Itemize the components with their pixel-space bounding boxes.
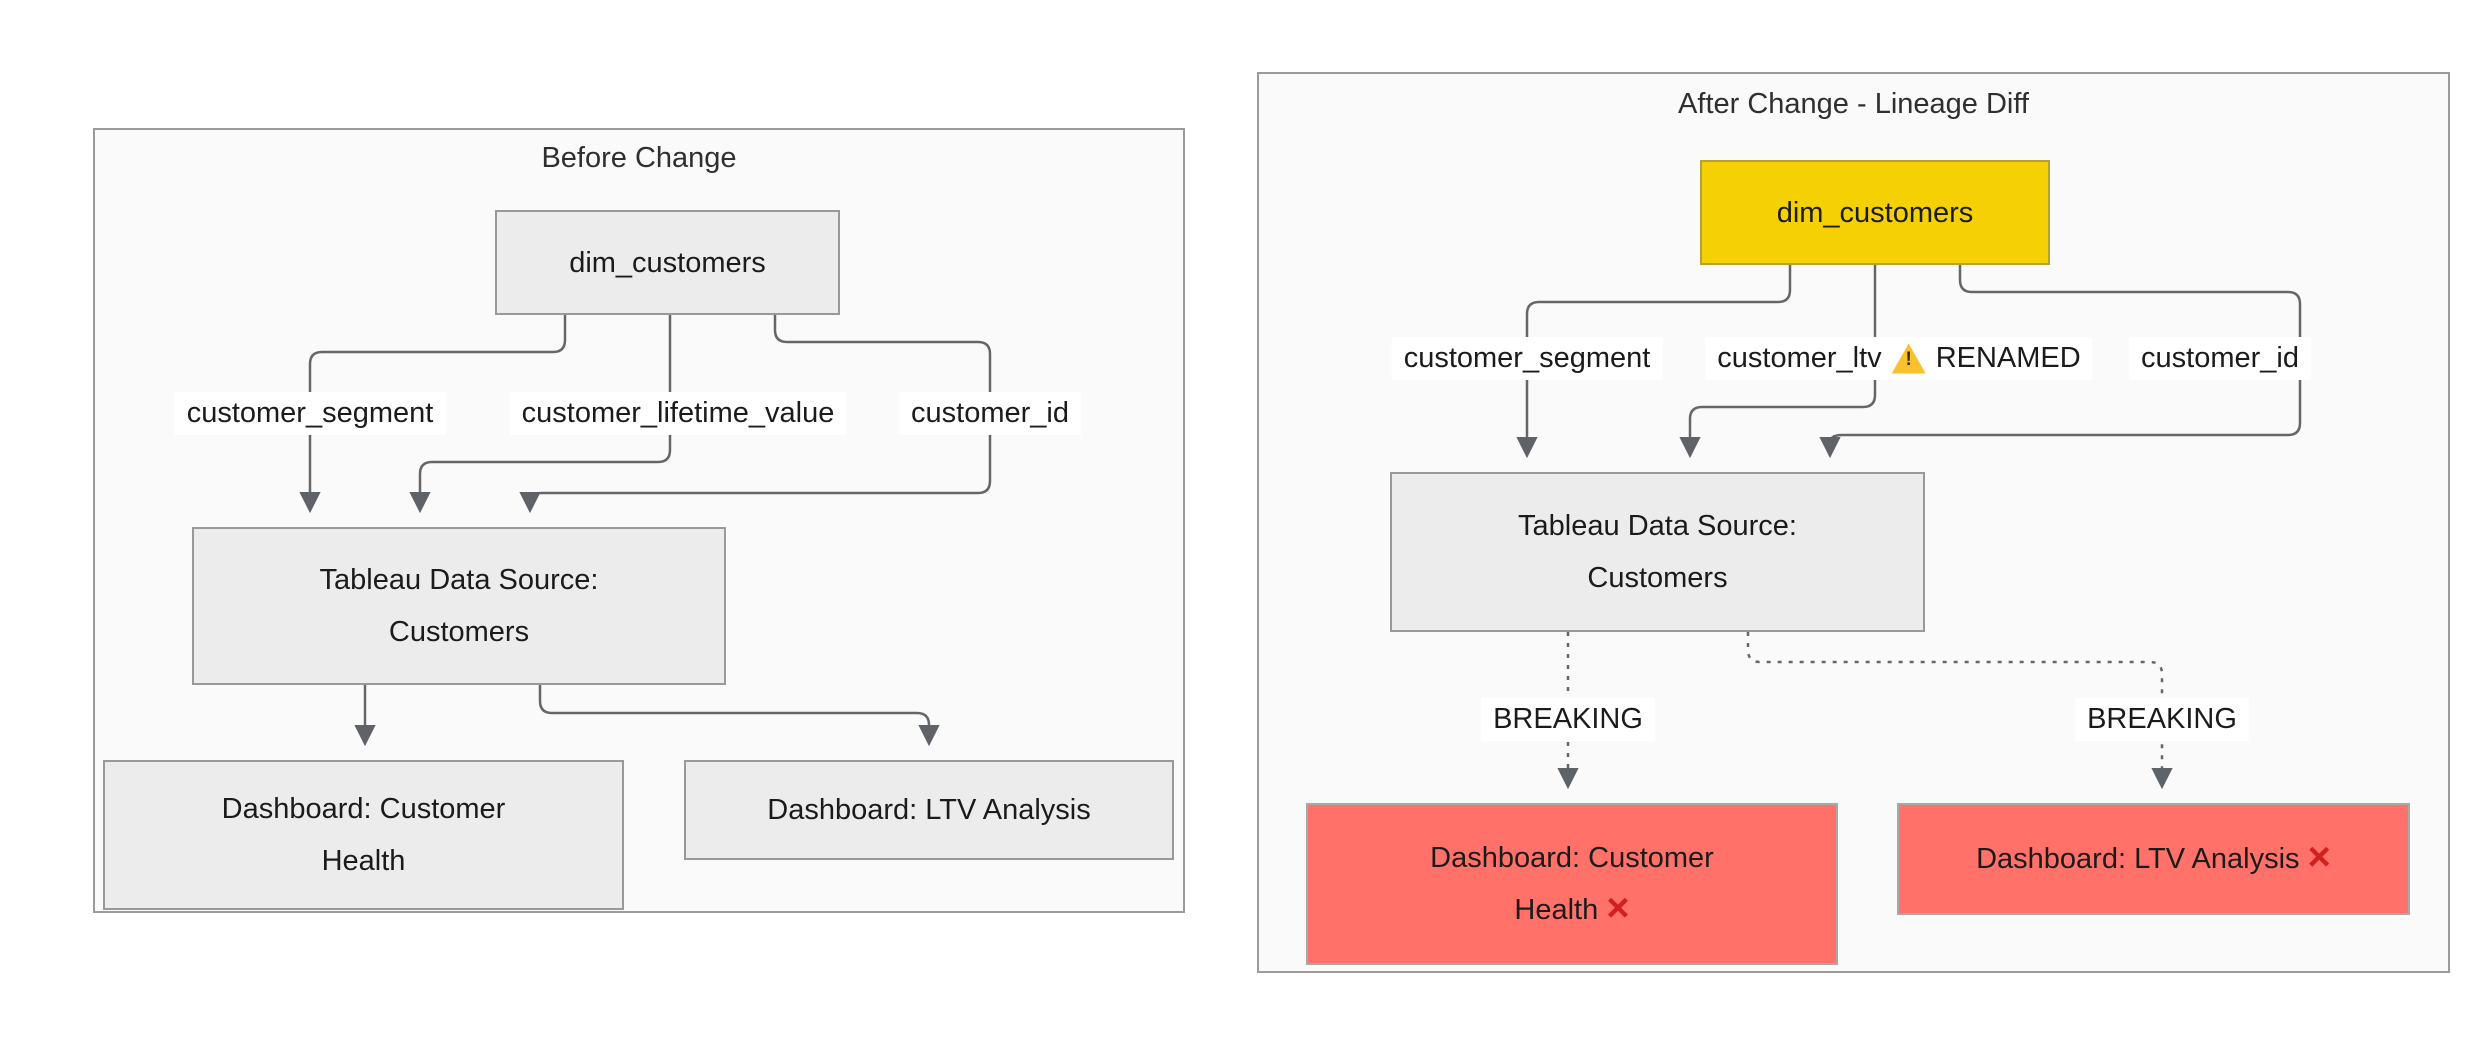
node-tableau-datasource-after: Tableau Data Source: Customers <box>1390 472 1925 632</box>
renamed-status-text: RENAMED <box>1935 342 2081 374</box>
node-dashboard-customer-health-broken: Dashboard: Customer Health× <box>1306 803 1838 965</box>
node-dashboard-ltv-analysis-broken: Dashboard: LTV Analysis× <box>1897 803 2410 915</box>
after-change-title: After Change - Lineage Diff <box>1678 88 2029 120</box>
warning-triangle-icon: ! <box>1891 343 1926 374</box>
node-label: dim_customers <box>569 246 766 279</box>
node-dim-customers-before: dim_customers <box>495 210 840 315</box>
node-tableau-datasource-before: Tableau Data Source: Customers <box>192 527 726 685</box>
breaking-label-1: BREAKING <box>1481 698 1655 741</box>
node-dashboard-customer-health-before: Dashboard: Customer Health <box>103 760 624 910</box>
node-dashboard-ltv-analysis-before: Dashboard: LTV Analysis <box>684 760 1174 860</box>
edge-label-customer-lifetime-value-before: customer_lifetime_value <box>509 392 847 435</box>
edge-label-customer-segment-before: customer_segment <box>174 392 446 435</box>
node-label: dim_customers <box>1776 196 1974 229</box>
edge-label-customer-id-after: customer_id <box>2129 337 2311 380</box>
broken-cross-icon: × <box>1606 886 1630 930</box>
edge-label-customer-id-before: customer_id <box>899 392 1081 435</box>
breaking-label-2: BREAKING <box>2075 698 2249 741</box>
edge-label-customer-segment-after: customer_segment <box>1391 337 1663 380</box>
broken-cross-icon: × <box>2307 835 2331 879</box>
edge-label-customer-ltv-renamed: customer_ltv ! RENAMED <box>1705 337 2093 380</box>
before-change-title: Before Change <box>541 142 737 174</box>
node-dim-customers-after-changed: dim_customers <box>1700 160 2050 265</box>
